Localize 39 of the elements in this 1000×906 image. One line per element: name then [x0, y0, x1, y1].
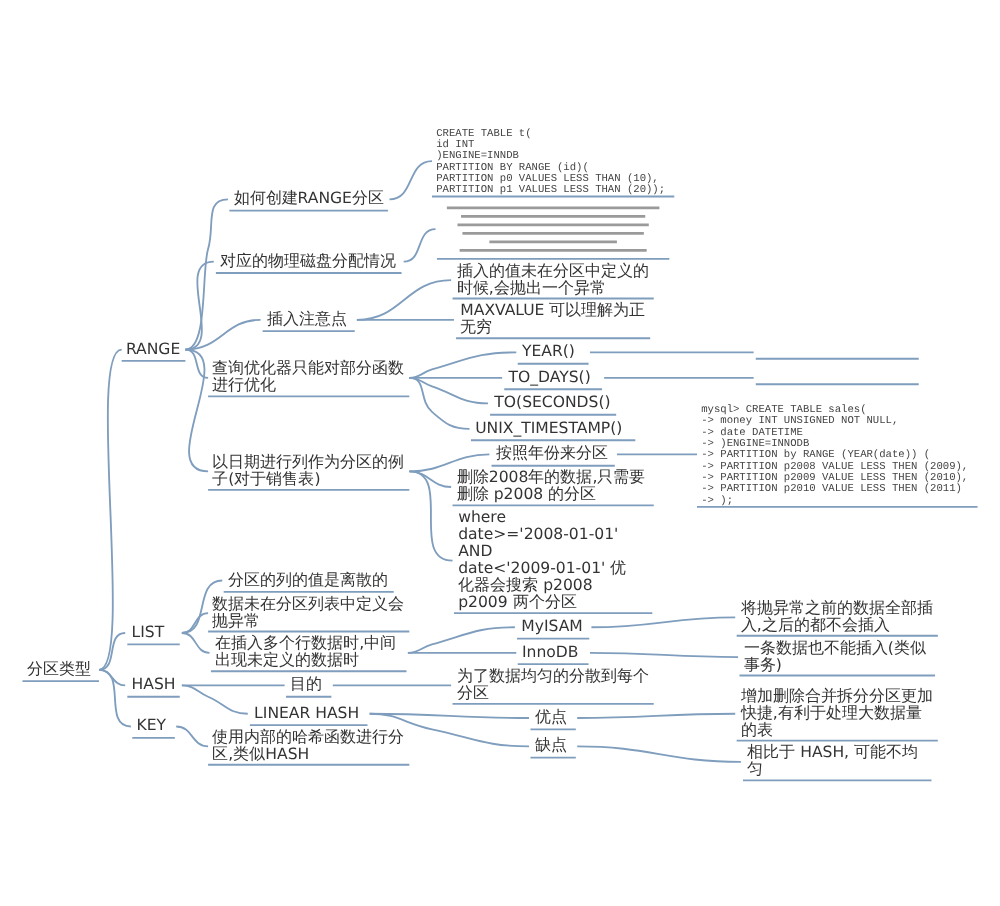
connector: [408, 351, 518, 379]
connector: [589, 651, 739, 658]
connector: [406, 626, 516, 654]
connector: [408, 376, 471, 430]
connector: [408, 470, 453, 488]
connector: [180, 632, 211, 654]
connector: [98, 632, 127, 671]
connector: [180, 612, 209, 634]
connector: [408, 470, 454, 562]
connector: [589, 351, 755, 354]
connector: [590, 616, 737, 629]
connector: [331, 684, 453, 687]
connector: [184, 348, 209, 379]
connector: [98, 668, 132, 728]
connector: [368, 712, 530, 748]
connector: [576, 745, 742, 763]
connector: [603, 376, 755, 379]
connector: [616, 453, 698, 456]
connector: [98, 668, 127, 687]
node-underline: [754, 383, 920, 386]
connector: [355, 318, 455, 321]
connector: [184, 198, 229, 351]
connector: [184, 260, 215, 351]
connector: [180, 684, 286, 687]
connector: [402, 228, 437, 263]
connector: [408, 453, 491, 473]
connector: [406, 651, 518, 654]
connector: [355, 279, 453, 321]
connector: [408, 376, 489, 405]
connector: [184, 318, 262, 351]
connector: [98, 348, 123, 671]
connector: [388, 160, 433, 201]
connector: [408, 376, 504, 379]
connector: [180, 684, 249, 715]
connector: [180, 579, 224, 634]
connector: [576, 712, 737, 719]
node-underline: [754, 357, 920, 360]
connector: [175, 725, 209, 748]
connector: [184, 348, 209, 473]
